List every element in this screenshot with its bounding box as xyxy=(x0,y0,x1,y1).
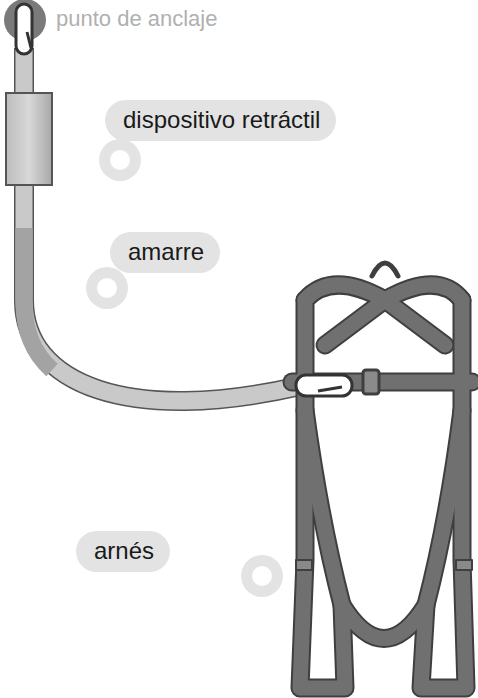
callout-box: arnés xyxy=(76,531,170,572)
part-name: arnés xyxy=(94,537,154,564)
carabiner xyxy=(16,4,32,54)
callout-box: dispositivo retráctil xyxy=(105,100,336,141)
part-name: amarre xyxy=(128,238,204,265)
part-label: punto de anclaje xyxy=(56,6,217,32)
retractable-device xyxy=(6,93,52,185)
carabiner xyxy=(296,375,352,396)
callout-circles xyxy=(86,139,283,597)
part-name: dispositivo retráctil xyxy=(123,106,320,133)
callout-box: amarre xyxy=(110,232,220,273)
harness xyxy=(292,263,472,688)
